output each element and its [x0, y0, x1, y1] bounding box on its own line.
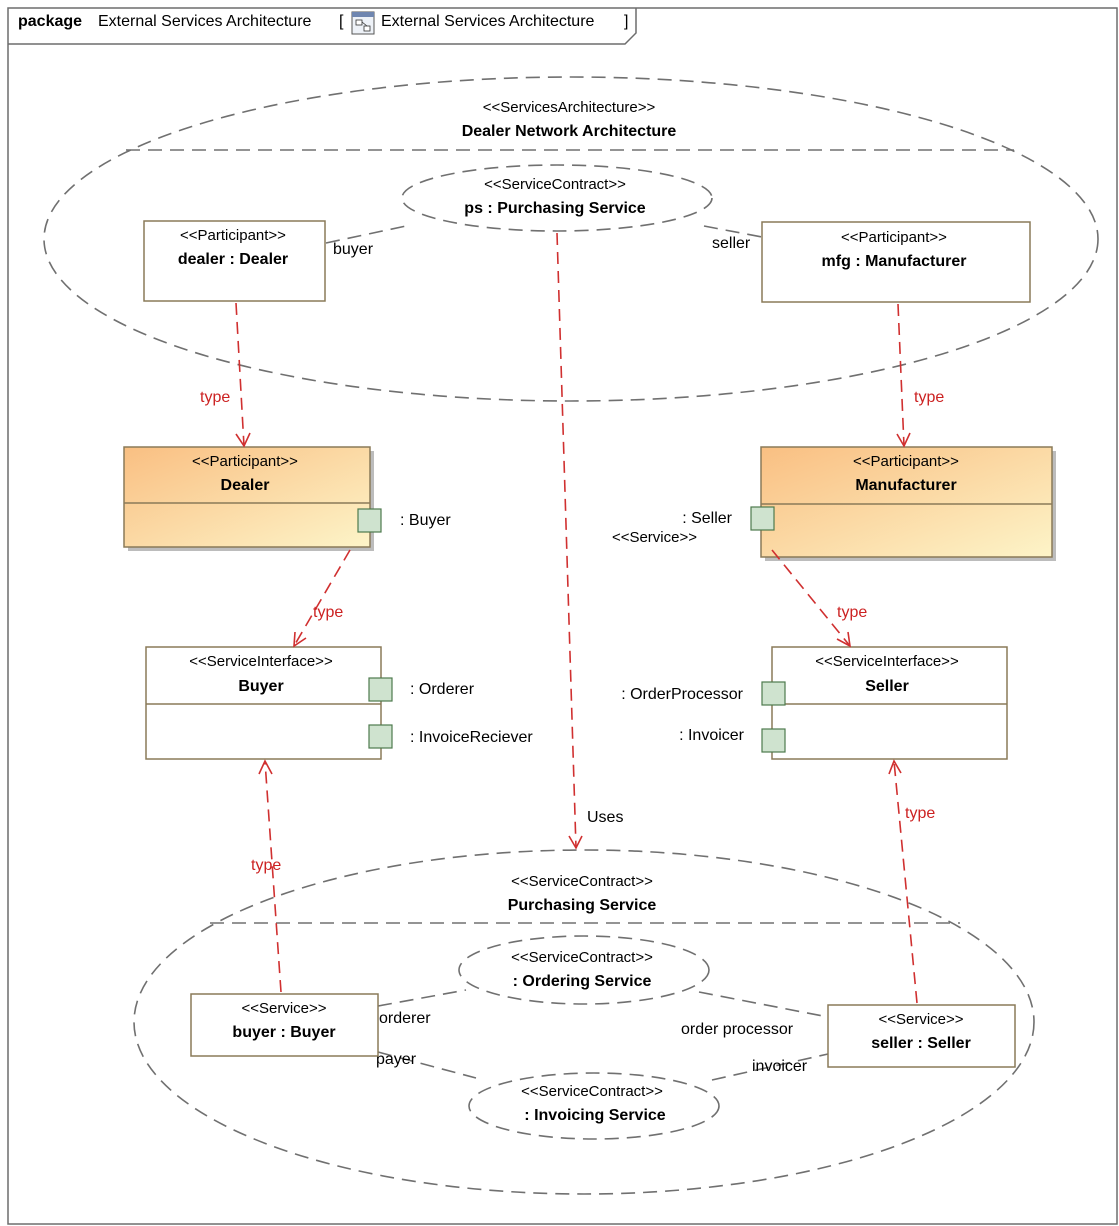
dealer-port-label: : Buyer: [400, 512, 451, 529]
seller-type-dependency[interactable]: [771, 549, 851, 647]
architecture-stereotype: <<ServicesArchitecture>>: [483, 99, 656, 116]
buyer-service-interface[interactable]: <<ServiceInterface>> Buyer: [145, 646, 393, 760]
buyer-service-part[interactable]: <<Service>> buyer : Buyer: [190, 993, 379, 1057]
role-buyer-label: buyer: [333, 241, 374, 258]
manufacturer-seller-port[interactable]: [750, 506, 775, 531]
manufacturer-participant[interactable]: <<Participant>> Manufacturer: [750, 446, 1056, 561]
manufacturer-name: Manufacturer: [855, 477, 956, 494]
invoicing-service[interactable]: <<ServiceContract>> : Invoicing Service: [468, 1072, 720, 1140]
package-keyword: package: [18, 13, 82, 30]
role-invoicer-label: invoicer: [752, 1058, 808, 1075]
seller-service-stereotype: <<Service>>: [878, 1011, 963, 1028]
ps-contract-name: ps : Purchasing Service: [464, 200, 646, 217]
manufacturer-port-label: : Seller: [682, 510, 732, 527]
buyer-service-stereotype: <<Service>>: [241, 1000, 326, 1017]
uses-dependency[interactable]: [556, 232, 577, 849]
order-processor-port[interactable]: [761, 681, 786, 706]
diagram-icon: [351, 11, 375, 35]
ordering-service[interactable]: <<ServiceContract>> : Ordering Service: [458, 935, 710, 1005]
invoicer-port[interactable]: [761, 728, 786, 753]
manufacturer-type-label: type: [914, 389, 944, 406]
ordering-stereotype: <<ServiceContract>>: [511, 949, 653, 966]
role-orderer-label: orderer: [379, 1010, 431, 1027]
services-architecture[interactable]: <<ServicesArchitecture>> Dealer Network …: [43, 76, 1099, 402]
dealer-stereotype: <<Participant>>: [192, 453, 298, 470]
role-order-processor-label: order processor: [681, 1021, 794, 1038]
buyer-type-label: type: [313, 604, 343, 621]
seller-service-type-label: type: [905, 805, 935, 822]
seller-service-interface[interactable]: <<ServiceInterface>> Seller: [761, 646, 1008, 760]
dealer-buyer-port[interactable]: [357, 508, 382, 533]
invoice-reciever-port[interactable]: [368, 724, 393, 749]
diagram-name: External Services Architecture: [381, 13, 595, 30]
dealer-part[interactable]: <<Participant>> dealer : Dealer: [143, 220, 326, 302]
package-name: External Services Architecture: [98, 13, 312, 30]
invoice-reciever-port-label: : InvoiceReciever: [410, 729, 533, 746]
invoicing-name: : Invoicing Service: [524, 1107, 665, 1124]
mfg-part-name: mfg : Manufacturer: [822, 253, 967, 270]
manufacturer-type-dependency[interactable]: [897, 303, 905, 447]
architecture-name: Dealer Network Architecture: [462, 123, 677, 140]
ordering-name: : Ordering Service: [513, 973, 652, 990]
invoicer-port-label: : Invoicer: [679, 727, 745, 744]
buyer-service-type-label: type: [251, 857, 281, 874]
uses-label: Uses: [587, 809, 623, 826]
seller-type-label: type: [837, 604, 867, 621]
buyer-interface-name: Buyer: [238, 678, 283, 695]
dealer-part-stereotype: <<Participant>>: [180, 227, 286, 244]
package-close-bracket: ]: [624, 13, 628, 30]
seller-interface-stereotype: <<ServiceInterface>>: [815, 653, 959, 670]
ps-service-contract[interactable]: <<ServiceContract>> ps : Purchasing Serv…: [401, 164, 713, 232]
role-seller-label: seller: [712, 235, 751, 252]
dealer-type-dependency[interactable]: [235, 302, 245, 447]
purchasing-contract-stereotype: <<ServiceContract>>: [511, 873, 653, 890]
orderer-connector: [377, 989, 467, 1007]
buyer-service-name: buyer : Buyer: [232, 1024, 335, 1041]
seller-role-connector: [703, 225, 763, 238]
orderer-port[interactable]: [368, 677, 393, 702]
buyer-service-type-dependency[interactable]: [264, 760, 282, 993]
buyer-interface-stereotype: <<ServiceInterface>>: [189, 653, 333, 670]
dealer-type-label: type: [200, 389, 230, 406]
manufacturer-stereotype: <<Participant>>: [853, 453, 959, 470]
package-open-bracket: [: [339, 13, 344, 30]
seller-service-type-dependency[interactable]: [893, 760, 918, 1004]
buyer-role-connector: [325, 225, 407, 244]
purchasing-service-contract[interactable]: <<ServiceContract>> Purchasing Service: [133, 849, 1035, 1195]
ps-contract-stereotype: <<ServiceContract>>: [484, 176, 626, 193]
dealer-part-name: dealer : Dealer: [178, 251, 288, 268]
dealer-name: Dealer: [221, 477, 270, 494]
invoicing-stereotype: <<ServiceContract>>: [521, 1083, 663, 1100]
invoicer-connector: [711, 1053, 829, 1081]
manufacturer-port-stereotype: <<Service>>: [612, 529, 697, 546]
purchasing-contract-name: Purchasing Service: [508, 897, 657, 914]
mfg-part-stereotype: <<Participant>>: [841, 229, 947, 246]
mfg-part[interactable]: <<Participant>> mfg : Manufacturer: [761, 221, 1031, 303]
seller-interface-name: Seller: [865, 678, 909, 695]
seller-service-name: seller : Seller: [871, 1035, 971, 1052]
dealer-participant[interactable]: <<Participant>> Dealer: [123, 446, 382, 551]
payer-connector: [377, 1051, 477, 1079]
seller-service-part[interactable]: <<Service>> seller : Seller: [827, 1004, 1016, 1068]
orderer-port-label: : Orderer: [410, 681, 475, 698]
role-payer-label: payer: [376, 1051, 417, 1068]
order-processor-port-label: : OrderProcessor: [621, 686, 743, 703]
